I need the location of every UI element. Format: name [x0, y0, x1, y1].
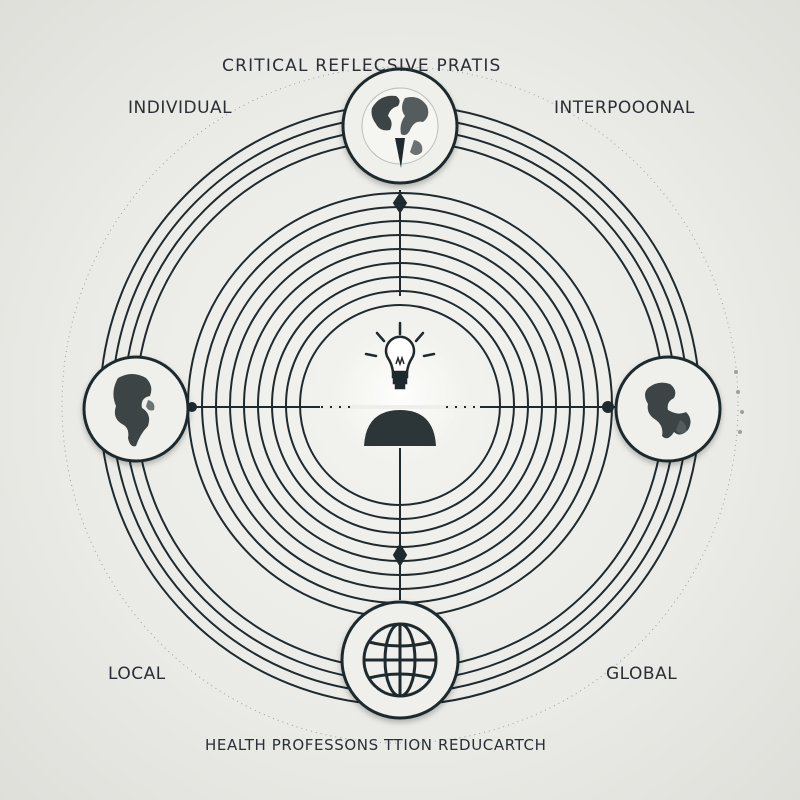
center-glow [318, 313, 482, 477]
horizontal-connector [186, 401, 616, 413]
lightbulb-person-icon [364, 321, 436, 446]
lightbulb-rays [364, 321, 436, 358]
continent-map-icon-right [645, 382, 691, 439]
continent-map-icon [113, 374, 155, 447]
label-interpersonal: INTERPOOONAL [554, 98, 695, 118]
lightbulb-icon [384, 335, 416, 390]
footer-caption: HEALTH PROFESSONS TTION REDUCARTCH [205, 736, 547, 754]
node-right-global[interactable] [614, 355, 722, 463]
diagram-title: CRITICAL REFLECSIVE PRATIS [222, 56, 502, 76]
person-silhouette [364, 410, 436, 446]
label-global: GLOBAL [606, 664, 678, 684]
side-dots [734, 370, 744, 434]
globe-icon [362, 622, 438, 698]
label-local: LOCAL [108, 664, 166, 684]
label-individual: INDIVIDUAL [128, 98, 233, 118]
vertical-connector [392, 190, 408, 608]
outer-dotted-ring [61, 66, 739, 744]
world-map-icon [361, 87, 439, 168]
